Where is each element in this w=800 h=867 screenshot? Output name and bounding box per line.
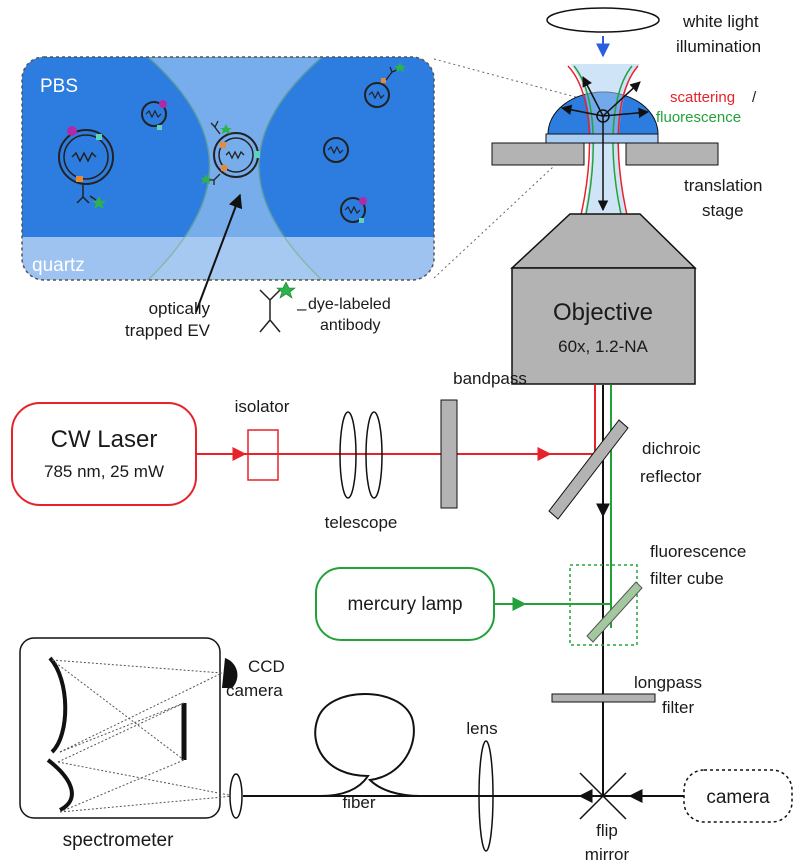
filter-cube-label-1: fluorescence — [650, 542, 746, 561]
scatter-slash: / — [752, 89, 757, 106]
camera-box — [683, 769, 793, 823]
trapping-beam-profile — [146, 57, 325, 280]
trapped-ev-label-2: trapped EV — [125, 321, 211, 340]
isolator-icon — [247, 429, 279, 481]
fluorescence-label: fluorescence — [656, 109, 741, 126]
telescope-label: telescope — [325, 513, 398, 532]
laser-label: CW Laser — [51, 426, 158, 453]
bandpass-filter — [440, 399, 458, 509]
dichroic-label: dichroic — [642, 439, 701, 458]
filter-cube-label-2: filter cube — [650, 569, 724, 588]
coupling-lens — [478, 740, 494, 852]
stage-left — [491, 142, 585, 166]
white-light-label: white light — [682, 12, 759, 31]
trapped-ev-label-1: optically — [149, 299, 211, 318]
fiber-loop — [314, 693, 421, 797]
spectrometer-mirror-top — [48, 656, 68, 754]
spectrometer-label: spectrometer — [63, 830, 175, 851]
longpass-filter — [551, 693, 656, 703]
objective-label: Objective — [553, 299, 653, 326]
objective-body — [511, 267, 696, 385]
spectrometer-rays — [51, 659, 235, 813]
illumination-label: illumination — [676, 37, 761, 56]
ev-small-3 — [364, 62, 406, 108]
ev-large — [58, 126, 114, 209]
quartz-label: quartz — [32, 255, 85, 276]
stage-label: stage — [702, 201, 744, 220]
zoom-line-top — [433, 58, 599, 104]
bandpass-label: bandpass — [453, 369, 527, 388]
reflector-label: reflector — [640, 467, 702, 486]
objective-spec: 60x, 1.2-NA — [558, 337, 648, 356]
inset-border — [21, 56, 435, 281]
ccd-camera-icon — [222, 658, 238, 688]
ev-small-1 — [141, 100, 167, 130]
longpass-label-2: filter — [662, 698, 694, 717]
objective-nose — [510, 213, 697, 269]
antibody-dash: – — [297, 299, 307, 318]
ev-small-2 — [323, 137, 349, 163]
longpass-label-1: longpass — [634, 673, 702, 692]
pbs-label: PBS — [40, 76, 78, 97]
translation-label: translation — [684, 176, 762, 195]
antibody-legend-icon — [259, 281, 296, 333]
spectrometer-input-lens — [229, 773, 243, 819]
ccd-label-2: camera — [226, 681, 283, 700]
scattering-label: scattering — [670, 89, 735, 106]
antibody-label-2: antibody — [320, 317, 381, 334]
spectrometer-mirror-bottom — [46, 758, 74, 812]
scatter-arrows — [560, 76, 650, 212]
isolator-label: isolator — [235, 397, 290, 416]
inset-panel: PBS quartz — [21, 56, 435, 340]
condenser-lens — [546, 7, 660, 33]
stage-right — [625, 142, 719, 166]
dichroic-mirror — [548, 419, 629, 520]
telescope-lens-2 — [365, 411, 383, 499]
trapped-ev-pointer — [195, 193, 243, 313]
telescope-lens-1 — [339, 411, 357, 499]
coverslip — [545, 133, 659, 144]
ev-small-4 — [340, 197, 367, 223]
filter-cube-mirror — [586, 581, 643, 643]
mercury-lamp-label: mercury lamp — [347, 594, 462, 615]
ccd-label-1: CCD — [248, 657, 285, 676]
flip-label-1: flip — [596, 821, 618, 840]
lens-label: lens — [466, 719, 497, 738]
fiber-label: fiber — [342, 793, 375, 812]
cw-laser-box — [11, 402, 197, 506]
antibody-label-1: dye-labeled — [308, 296, 391, 313]
laser-spec: 785 nm, 25 mW — [44, 462, 164, 481]
ev-trapped — [200, 120, 260, 185]
flip-label-2: mirror — [585, 845, 630, 864]
filter-cube-outline — [569, 564, 638, 646]
camera-label: camera — [706, 787, 770, 808]
